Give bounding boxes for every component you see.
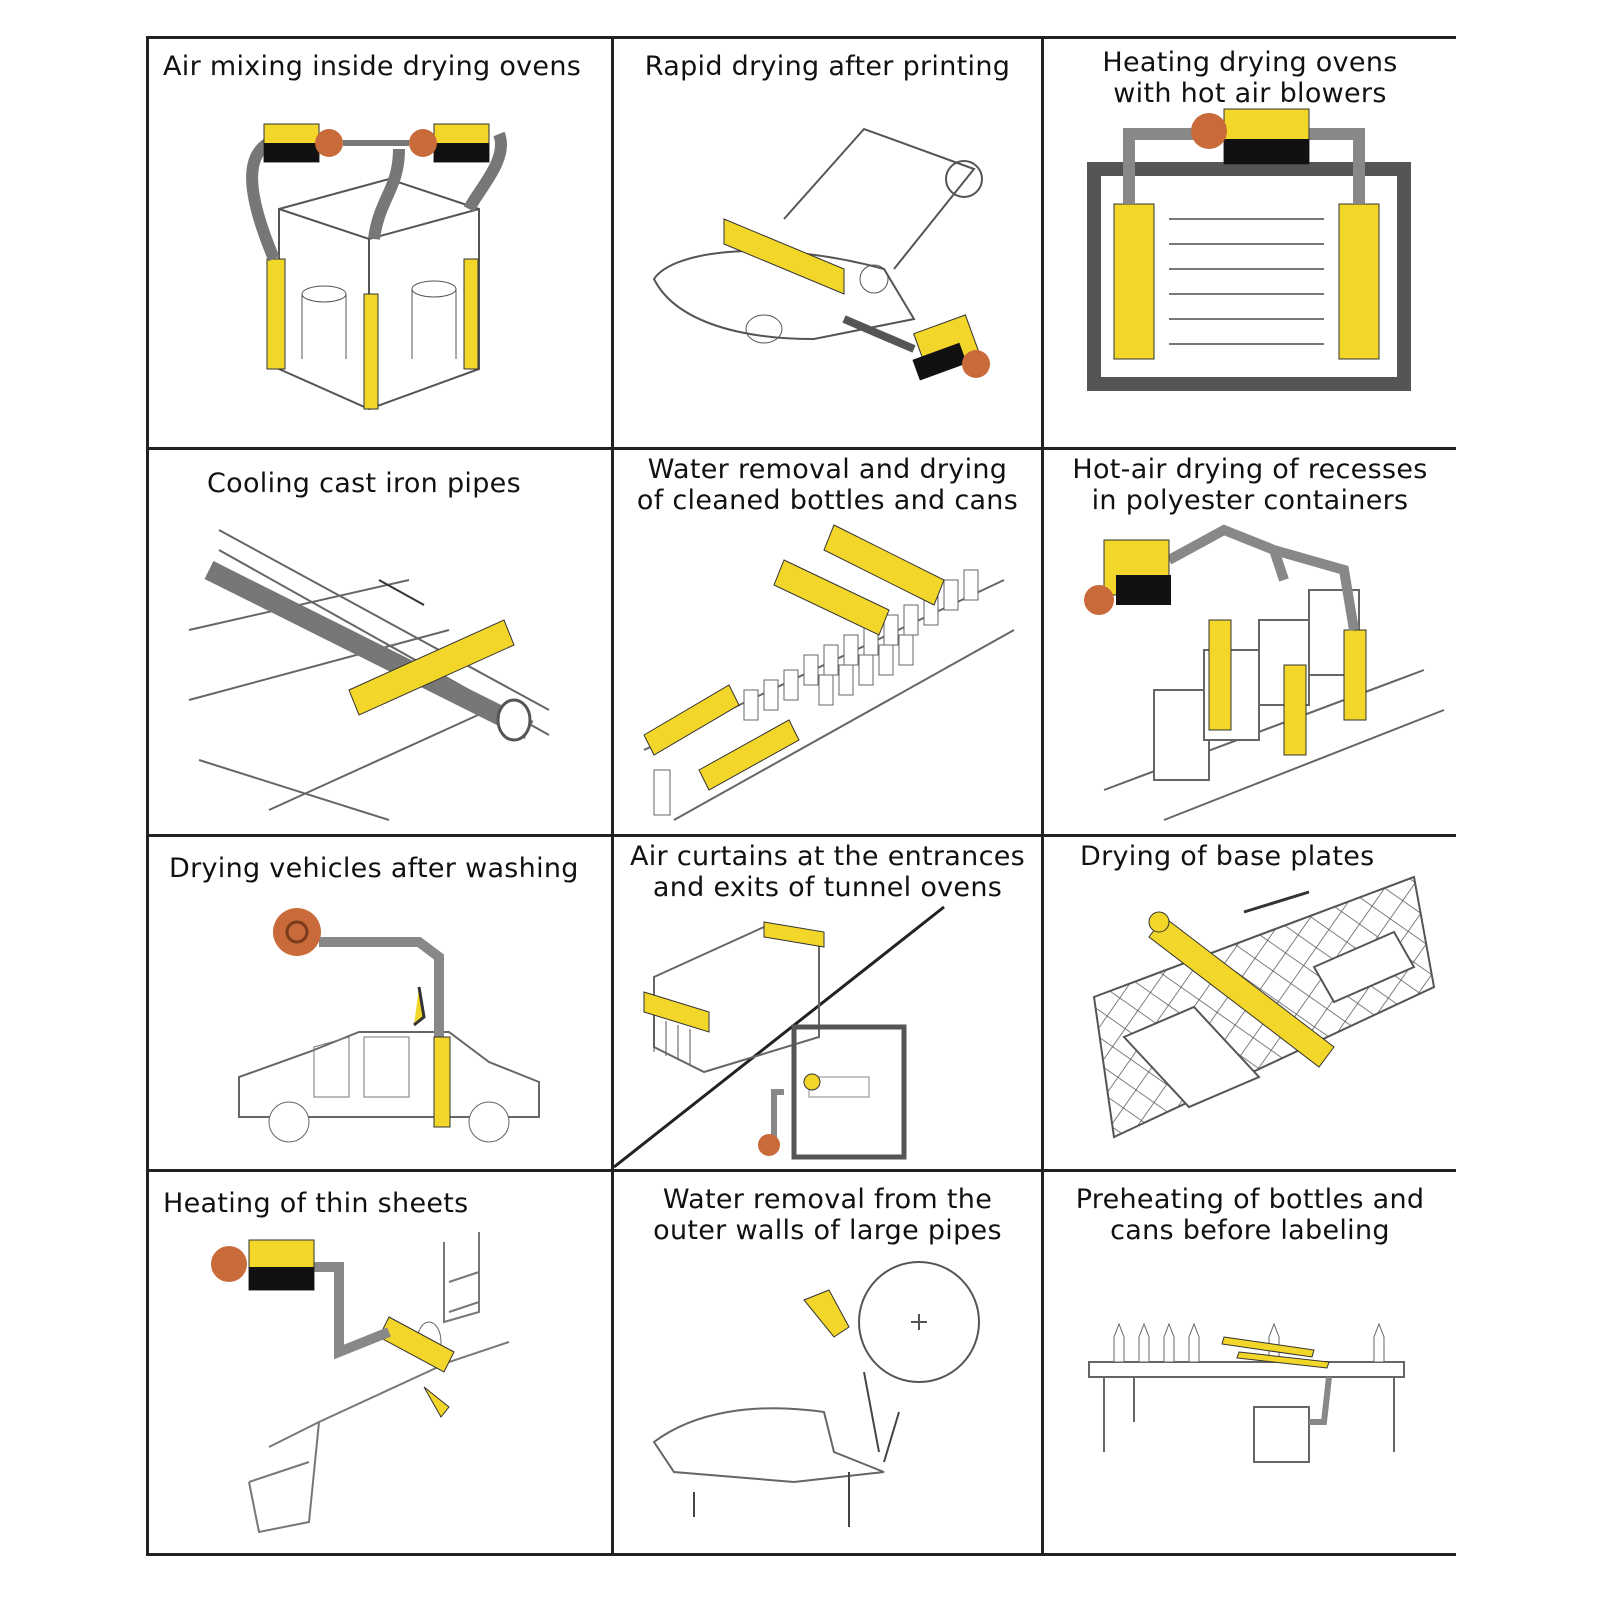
panel-caption: Drying vehicles after washing bbox=[169, 853, 579, 884]
large-pipe-illustration bbox=[652, 1261, 980, 1527]
panel-air-curtains-tunnel: Air curtains at the entrances and exits … bbox=[614, 837, 1041, 1169]
panel-cooling-pipes: Cooling cast iron pipes bbox=[149, 450, 611, 834]
panel-large-pipe-water-removal: Water removal from the outer walls of la… bbox=[614, 1172, 1041, 1553]
panel-bottle-drying: Water removal and drying of cleaned bott… bbox=[614, 450, 1041, 834]
panel-thin-sheet-heating: Heating of thin sheets bbox=[149, 1172, 611, 1553]
grid-divider bbox=[149, 1169, 1453, 1172]
oven-air-mixing-illustration bbox=[246, 123, 507, 411]
panel-caption: Water removal and drying of cleaned bott… bbox=[636, 454, 1019, 516]
grid-divider bbox=[149, 834, 1453, 837]
printing-dryer-illustration bbox=[652, 127, 990, 381]
panel-caption: Preheating of bottles and cans before la… bbox=[1075, 1184, 1425, 1246]
pipe-cooling-illustration bbox=[188, 529, 550, 821]
air-curtain-illustration bbox=[614, 905, 945, 1169]
grid-divider bbox=[611, 39, 614, 1553]
panel-caption: Rapid drying after printing bbox=[644, 51, 1011, 82]
panel-base-plate-drying: Drying of base plates bbox=[1044, 837, 1456, 1169]
bottle-drying-illustration bbox=[643, 524, 1015, 821]
panel-caption: Drying of base plates bbox=[1080, 841, 1375, 872]
grid-divider bbox=[1041, 39, 1044, 1553]
panel-caption: Hot-air drying of recesses in polyester … bbox=[1072, 454, 1428, 516]
panel-bottle-preheating: Preheating of bottles and cans before la… bbox=[1044, 1172, 1456, 1553]
panel-caption: Heating of thin sheets bbox=[163, 1188, 469, 1219]
bottle-preheating-illustration bbox=[1088, 1322, 1405, 1463]
panel-caption: Air mixing inside drying ovens bbox=[163, 51, 582, 82]
vehicle-drying-illustration bbox=[238, 908, 540, 1143]
panel-air-mixing-ovens: Air mixing inside drying ovens bbox=[149, 39, 611, 447]
panel-container-recess-drying: Hot-air drying of recesses in polyester … bbox=[1044, 450, 1456, 834]
container-drying-illustration bbox=[1084, 524, 1445, 821]
application-grid: Air mixing inside drying ovens Rapid dry… bbox=[146, 36, 1456, 1556]
panel-caption: Air curtains at the entrances and exits … bbox=[629, 841, 1025, 903]
panel-vehicle-drying: Drying vehicles after washing bbox=[149, 837, 611, 1169]
base-plate-drying-illustration bbox=[1092, 875, 1436, 1139]
grid-divider bbox=[149, 447, 1453, 450]
thin-sheet-heating-illustration bbox=[211, 1232, 510, 1534]
oven-heating-illustration bbox=[1087, 108, 1411, 391]
panel-rapid-drying-printing: Rapid drying after printing bbox=[614, 39, 1041, 447]
panel-caption: Heating drying ovens with hot air blower… bbox=[1102, 47, 1398, 109]
panel-caption: Water removal from the outer walls of la… bbox=[653, 1184, 1002, 1246]
panel-heating-drying-ovens: Heating drying ovens with hot air blower… bbox=[1044, 39, 1456, 447]
panel-caption: Cooling cast iron pipes bbox=[207, 468, 521, 499]
